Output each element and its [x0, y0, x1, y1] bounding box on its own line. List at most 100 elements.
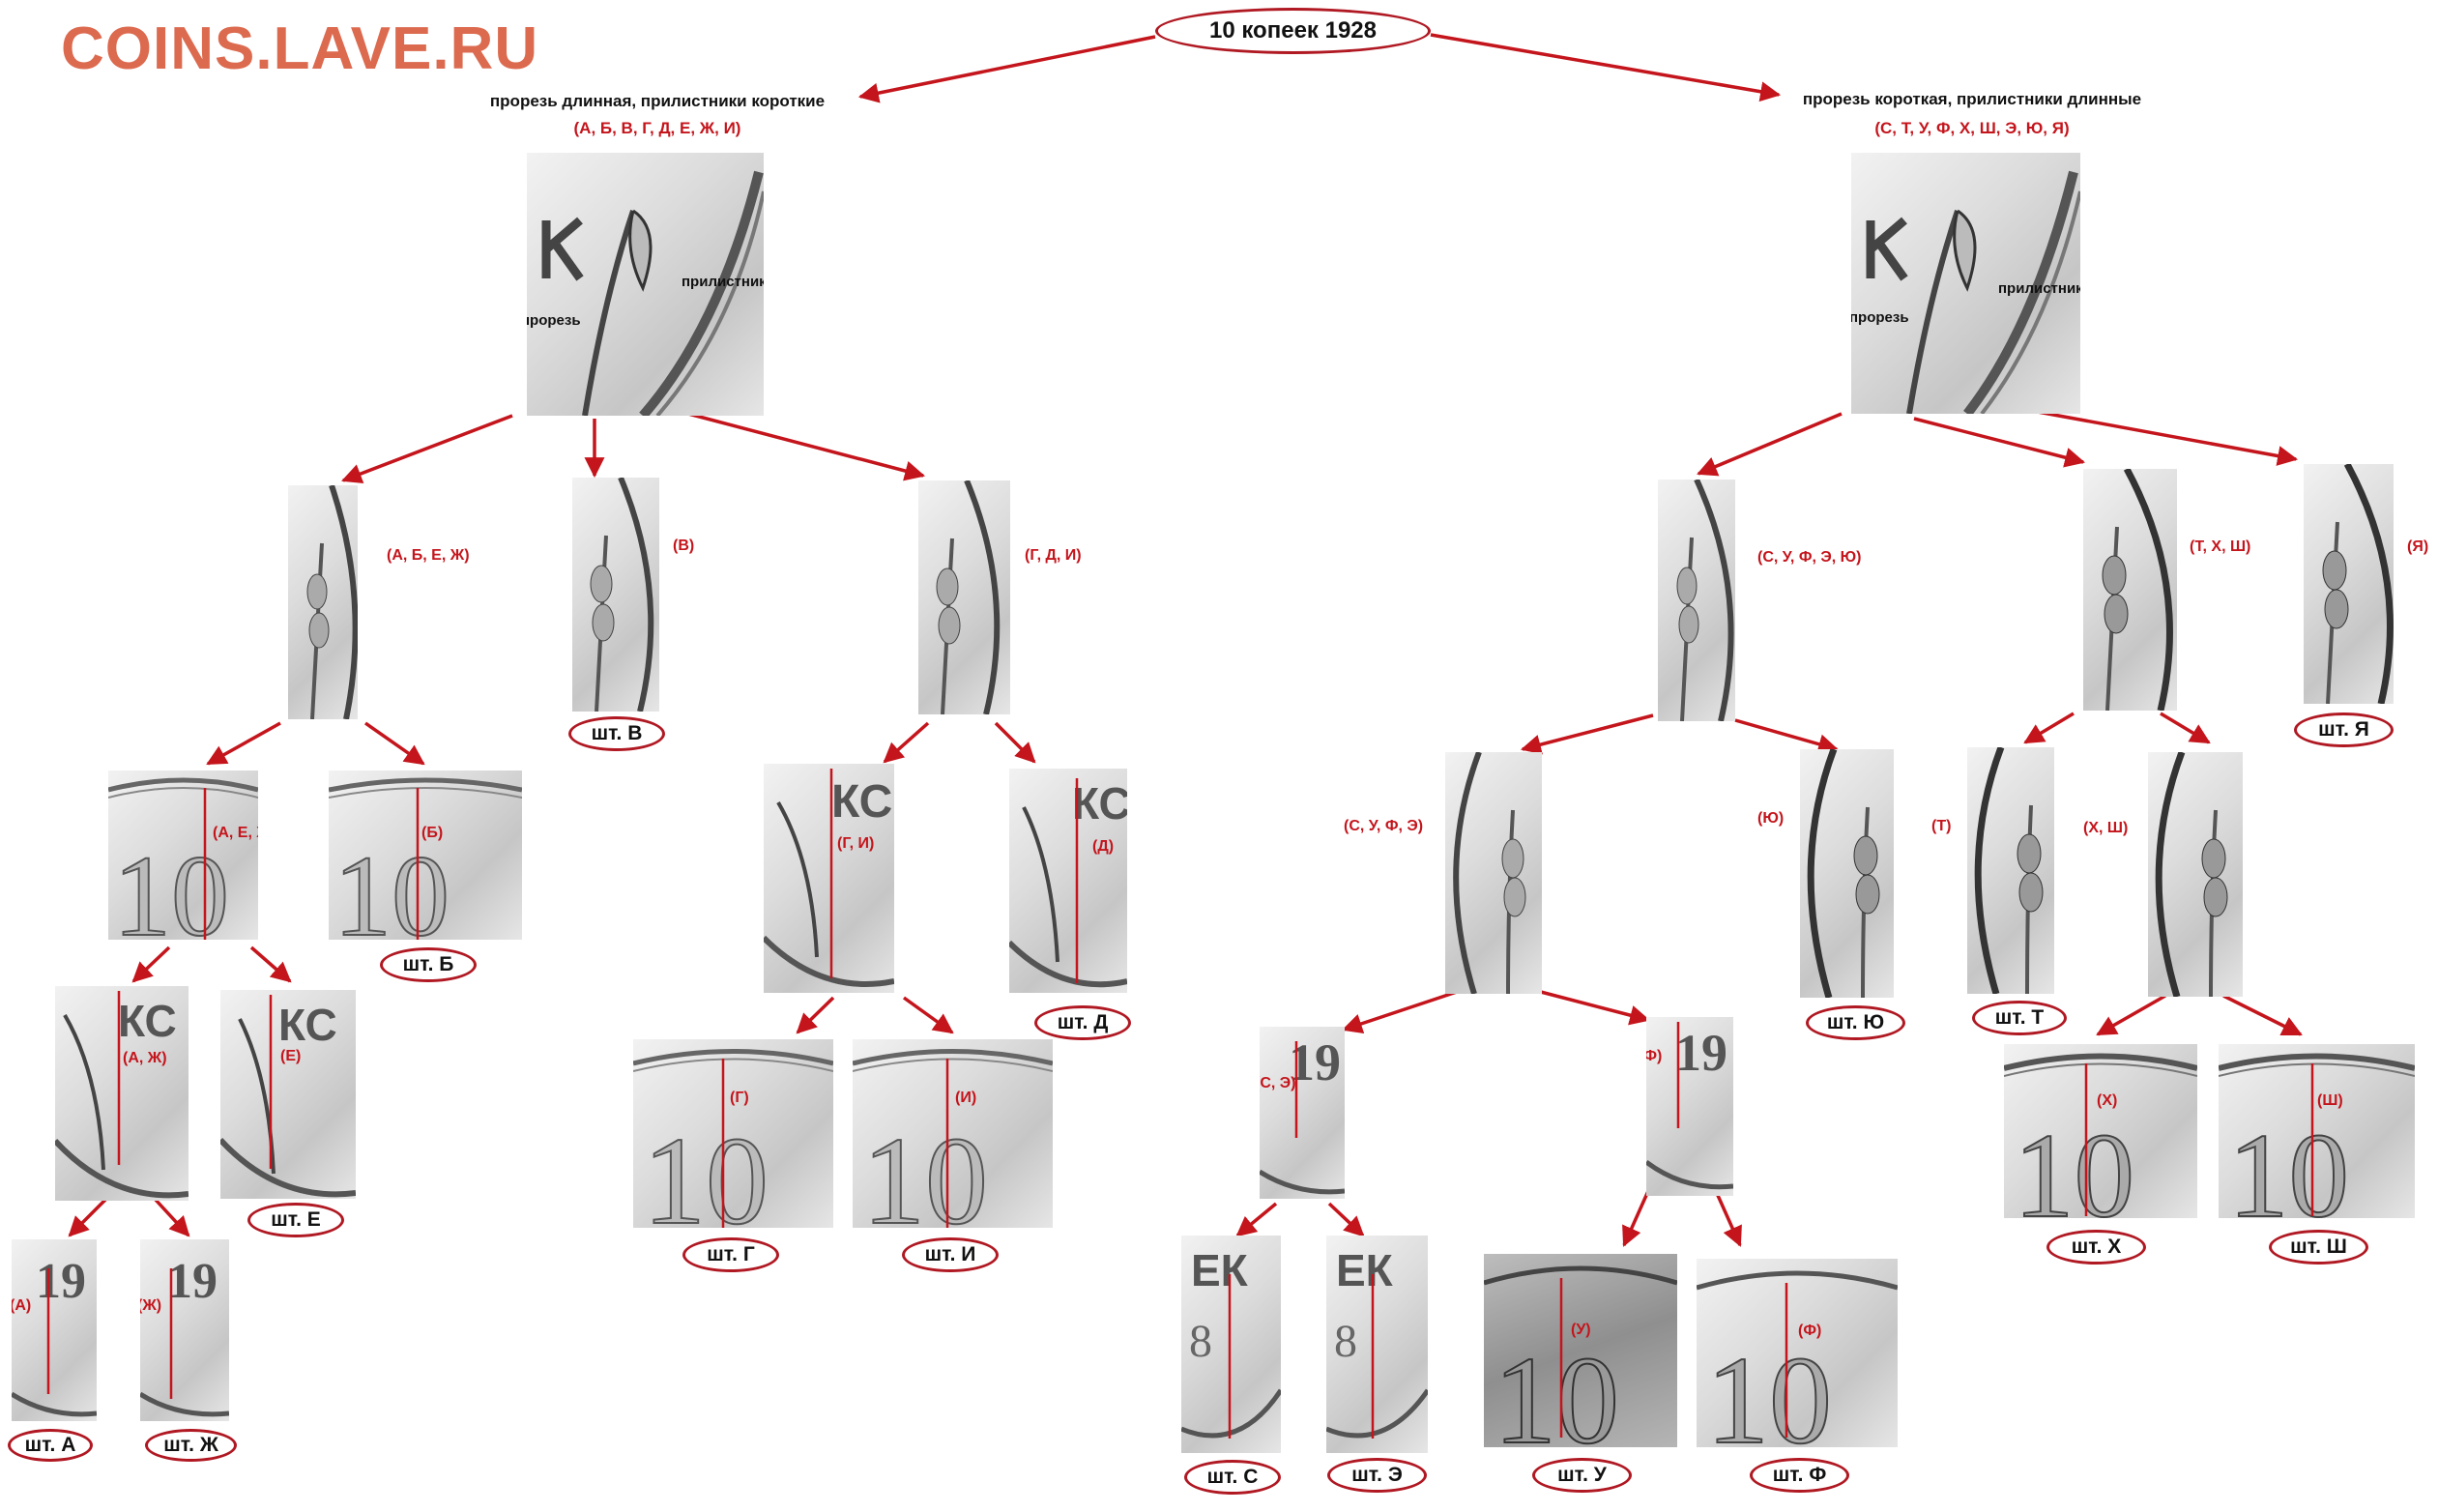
anno-sufeyu: (С, У, Ф, Э, Ю) [1757, 549, 1862, 566]
anno-u: (У) [1571, 1322, 1591, 1338]
stamp-oval-sh: шт. Ш [2269, 1230, 2368, 1265]
coin-photo-gi: КС (Г, И) [764, 764, 894, 993]
coin-photo-ya [2304, 464, 2394, 704]
ten-glyph-aej: 10 [113, 831, 229, 940]
coin-photo-j: 19 (Ж) [140, 1239, 229, 1421]
right-branch-stamps: (С, Т, У, Ф, Х, Ш, Э, Ю, Я) [1874, 119, 2070, 137]
anno-f: (Ф) [1798, 1323, 1822, 1339]
ten-glyph-b: 10 [334, 831, 450, 940]
stamp-label-g: шт. Г [707, 1243, 755, 1265]
anno-abej: (А, Б, Е, Ж) [387, 547, 470, 564]
anno-sufe: (С, У, Ф, Э) [1344, 818, 1424, 834]
stamp-oval-ee: шт. Э [1327, 1458, 1427, 1493]
left-branch-stamps: (А, Б, В, Г, Д, Е, Ж, И) [573, 119, 741, 137]
stamp-oval-ya: шт. Я [2294, 712, 2394, 747]
coin-photo-b: 10 (Б) [329, 771, 522, 940]
coin-photo-s: ЕК 8 [1181, 1236, 1281, 1453]
root-title: 10 копеек 1928 [1209, 17, 1377, 44]
coin-photo-aej: 10 (А, Е, Ж) [108, 771, 258, 940]
anno-aj: (А, Ж) [123, 1050, 167, 1066]
stamp-oval-yu: шт. Ю [1806, 1005, 1905, 1040]
coin-photo-ksh [2148, 752, 2243, 997]
kc-glyph-e: КС [278, 1000, 337, 1050]
coin-photo-sufeyu [1658, 480, 1735, 721]
left-branch-title: прорезь длинная, прилистники короткие [489, 92, 826, 110]
anno-a: (А) [12, 1297, 32, 1314]
stamp-label-t: шт. Т [1994, 1006, 2045, 1029]
ten-glyph-f: 10 [1706, 1331, 1832, 1447]
anno-b: (Б) [421, 825, 444, 841]
coin-photo-right-main: прилистники прорезь [1851, 153, 2080, 414]
coin-photo-i: 10 (И) [853, 1039, 1053, 1228]
coin-photo-kh: 10 (Х) [2004, 1044, 2197, 1218]
coin-photo-t [1967, 747, 2054, 994]
stamp-oval-g: шт. Г [682, 1237, 779, 1272]
ek-glyph-s: ЕК [1191, 1245, 1249, 1295]
stamp-label-f: шт. Ф [1772, 1464, 1827, 1486]
nineteen-glyph-uf: 19 [1675, 1024, 1727, 1082]
eight-glyph-ee: 8 [1334, 1316, 1357, 1367]
stamp-label-a: шт. А [24, 1434, 76, 1456]
eight-glyph-s: 8 [1189, 1316, 1212, 1367]
root-title-oval: 10 копеек 1928 [1155, 8, 1431, 54]
stamp-label-e: шт. Е [271, 1208, 321, 1231]
stamp-oval-a: шт. А [8, 1429, 93, 1462]
slot-label-left: прорезь [527, 312, 581, 329]
stamp-label-d: шт. Д [1057, 1011, 1109, 1033]
stamp-oval-j: шт. Ж [145, 1429, 237, 1462]
ek-glyph-ee: ЕК [1336, 1245, 1394, 1295]
coin-photo-ee: ЕК 8 [1326, 1236, 1428, 1453]
stamp-label-i: шт. И [924, 1243, 976, 1265]
stamp-label-b: шт. Б [402, 953, 454, 975]
coin-photo-se: 19 (С, Э) [1260, 1027, 1345, 1199]
anno-j: (Ж) [140, 1297, 162, 1314]
coin-photo-uf: 19 (У, Ф) [1646, 1017, 1733, 1196]
kc-glyph-aj: КС [118, 996, 177, 1046]
stamp-label-sh: шт. Ш [2290, 1236, 2347, 1258]
stamp-label-ee: шт. Э [1351, 1464, 1403, 1486]
coin-photo-e: КС (Е) [220, 990, 356, 1199]
coin-photo-gdi [918, 480, 1010, 714]
coin-photo-u: 10 (У) [1484, 1254, 1677, 1447]
stamp-oval-v: шт. В [568, 716, 665, 751]
ten-glyph-sh: 10 [2228, 1110, 2349, 1218]
slot-label-right: прорезь [1851, 309, 1909, 326]
stamp-oval-kh: шт. Х [2046, 1230, 2146, 1265]
coin-photo-left-main: прилистники прорезь [527, 153, 764, 416]
stamp-label-ya: шт. Я [2318, 718, 2369, 741]
leaves-label-right: прилистники [1998, 280, 2080, 297]
stamp-label-u: шт. У [1557, 1464, 1607, 1486]
anno-e: (Е) [280, 1048, 302, 1064]
stamp-oval-b: шт. Б [380, 947, 477, 982]
coin-photo-aj: КС (А, Ж) [55, 986, 189, 1201]
ten-glyph-g: 10 [643, 1112, 769, 1228]
coin-photo-f: 10 (Ф) [1697, 1259, 1898, 1447]
stamp-label-yu: шт. Ю [1826, 1011, 1885, 1033]
coin-photo-d: КС (Д) [1009, 769, 1127, 993]
coin-photo-sufe [1445, 752, 1542, 994]
coin-photo-abej [288, 485, 358, 719]
stamp-oval-u: шт. У [1532, 1458, 1632, 1493]
coin-photo-yu [1800, 749, 1894, 998]
stamp-label-s: шт. С [1206, 1466, 1259, 1488]
coin-photo-a: 19 (А) [12, 1239, 97, 1421]
anno-gi: (Г, И) [837, 835, 875, 852]
coin-photo-g: 10 (Г) [633, 1039, 833, 1228]
stamp-oval-d: шт. Д [1034, 1005, 1131, 1040]
anno-g: (Г) [730, 1090, 749, 1106]
anno-uf: (У, Ф) [1646, 1048, 1663, 1064]
nineteen-glyph-a: 19 [36, 1254, 86, 1309]
anno-i: (И) [955, 1090, 977, 1106]
stamp-oval-f: шт. Ф [1750, 1458, 1849, 1493]
stamp-label-kh: шт. Х [2071, 1236, 2122, 1258]
kc-glyph-d: КС [1072, 778, 1127, 829]
right-branch-title: прорезь короткая, прилистники длинные [1802, 90, 2142, 108]
site-logo[interactable]: COINS.LAVE.RU [61, 15, 539, 82]
nineteen-glyph-j: 19 [167, 1254, 218, 1309]
ten-glyph-kh: 10 [2014, 1110, 2134, 1218]
anno-se: (С, Э) [1260, 1075, 1296, 1091]
anno-tksh: (Т, Х, Ш) [2190, 538, 2251, 555]
leaves-label-left: прилистники [682, 274, 764, 290]
anno-ksh: (Х, Ш) [2083, 820, 2129, 836]
kc-glyph-gi: КС [831, 776, 892, 828]
